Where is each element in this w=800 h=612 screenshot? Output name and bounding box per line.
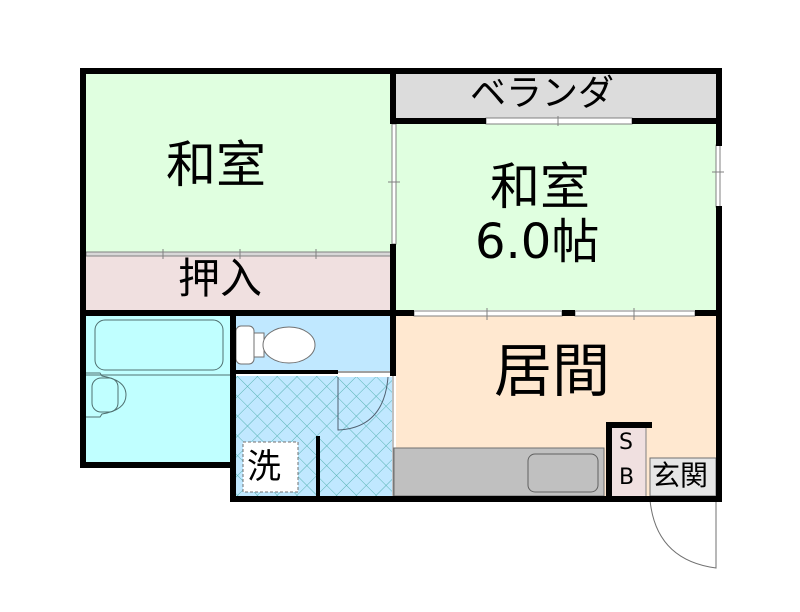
washitsu-1-fill: [86, 74, 392, 254]
room-label-washitsu-1: 和室: [166, 136, 266, 194]
washer-space: [242, 441, 299, 493]
entrance-fill: [649, 457, 717, 497]
veranda-fill: [396, 74, 716, 118]
bath-fill: [86, 316, 230, 464]
toilet-tank: [235, 325, 255, 365]
room-label-entrance: 玄関: [652, 459, 709, 492]
sink: [527, 453, 599, 493]
room-label-washitsu-2-size: 6.0帖: [475, 214, 600, 270]
room-label-washitsu-2: 和室: [490, 158, 590, 216]
washitsu-2-fill: [396, 124, 716, 310]
shoe-box-fill: [612, 428, 646, 496]
room-label-shoebox-b: B: [619, 465, 635, 490]
room-label-veranda: ベランダ: [470, 73, 615, 114]
room-label-washroom: 洗: [247, 447, 281, 487]
room-label-oshiire: 押入: [178, 254, 263, 303]
oshiire-fill: [86, 256, 392, 310]
room-label-shoebox-s: S: [619, 430, 633, 455]
entrance-door-swing: [649, 499, 717, 569]
washbasin: [86, 372, 127, 418]
bathtub: [94, 319, 224, 371]
toilet-bowl: [262, 326, 316, 364]
room-label-living: 居間: [494, 337, 611, 405]
toilet-door-swing: [337, 376, 389, 431]
